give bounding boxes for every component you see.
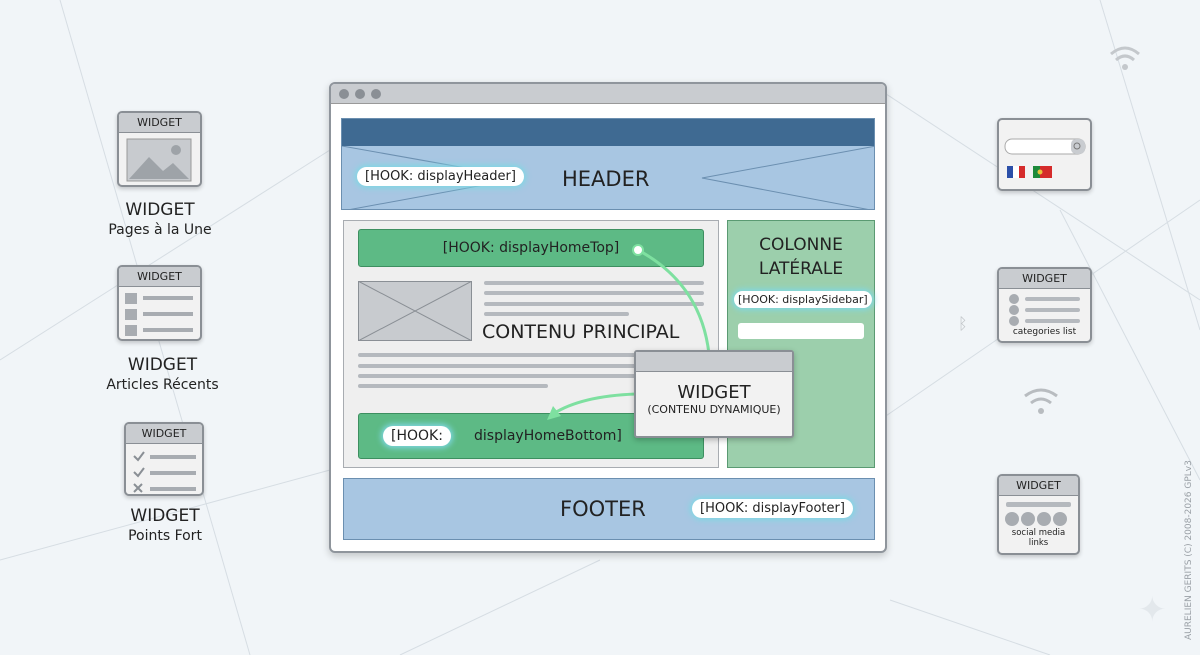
- image-icon: [126, 138, 192, 182]
- browser-window: [HOOK: displayHeader] HEADER [HOOK: disp…: [329, 82, 887, 553]
- sidebar-title: COLONNE LATÉRALE: [758, 235, 844, 279]
- widget-subtitle: Articles Récents: [106, 377, 219, 393]
- header-region: [HOOK: displayHeader] HEADER: [341, 118, 875, 210]
- image-placeholder-icon: [358, 281, 472, 341]
- hook-display-header: [HOOK: displayHeader]: [357, 167, 524, 186]
- copyright-text: AURELIEN GERITS (C) 2008-2026 GPLv3: [1184, 460, 1194, 640]
- sidebar-input-placeholder[interactable]: [738, 323, 864, 339]
- wifi-icon: [1024, 388, 1058, 414]
- widget-categories[interactable]: WIDGET categories list: [997, 267, 1092, 343]
- hook-name: displayHomeBottom]: [474, 428, 622, 444]
- dynamic-widget[interactable]: WIDGET (CONTENU DYNAMIQUE): [634, 350, 794, 438]
- widget-social-media[interactable]: WIDGET social media links: [997, 474, 1080, 555]
- widget-pages-une[interactable]: WIDGET: [117, 111, 202, 187]
- hook-display-sidebar: [HOOK: displaySidebar]: [734, 291, 872, 308]
- flow-arrows: [547, 244, 711, 420]
- widget-points-fort[interactable]: WIDGET: [124, 422, 204, 496]
- widget-subtitle: (CONTENU DYNAMIQUE): [647, 403, 781, 416]
- window-titlebar: [331, 84, 885, 104]
- widget-caption: categories list: [1012, 327, 1077, 337]
- widget-header: WIDGET: [126, 424, 202, 444]
- checklist-icon: [133, 451, 196, 493]
- widget-header: WIDGET: [119, 267, 200, 287]
- search-flags-icon: [1004, 138, 1086, 178]
- main-content-title: CONTENU PRINCIPAL: [482, 321, 680, 343]
- widget-title: WIDGET: [677, 382, 751, 403]
- header-title: HEADER: [562, 167, 650, 191]
- widget-subtitle: Points Fort: [128, 528, 202, 544]
- footer-title: FOOTER: [560, 497, 646, 521]
- window-dot-icon[interactable]: [339, 89, 349, 99]
- window-dot-icon[interactable]: [371, 89, 381, 99]
- widget-header: WIDGET: [999, 476, 1078, 496]
- window-dot-icon[interactable]: [355, 89, 365, 99]
- widget-title: WIDGET: [130, 506, 200, 526]
- footer-region: FOOTER [HOOK: displayFooter]: [343, 478, 875, 540]
- widget-subtitle: Pages à la Une: [108, 222, 212, 238]
- wifi-icon: [1110, 46, 1140, 70]
- widget-title: WIDGET: [125, 200, 195, 220]
- widget-header: WIDGET: [999, 269, 1090, 289]
- widget-articles-recents[interactable]: WIDGET: [117, 265, 202, 341]
- sparkle-icon: ✦: [1138, 590, 1167, 630]
- hook-display-home-top: [HOOK: displayHomeTop]: [358, 229, 704, 267]
- widget-title: WIDGET: [127, 355, 198, 375]
- hook-display-footer: [HOOK: displayFooter]: [692, 499, 853, 518]
- widget-caption: social media links: [1011, 528, 1066, 548]
- widget-header: WIDGET: [119, 113, 200, 133]
- hook-label: [HOOK:: [383, 426, 451, 446]
- bluetooth-icon: ᛒ: [958, 314, 968, 333]
- widget-search-language[interactable]: [997, 118, 1092, 191]
- list-icon: [125, 293, 193, 336]
